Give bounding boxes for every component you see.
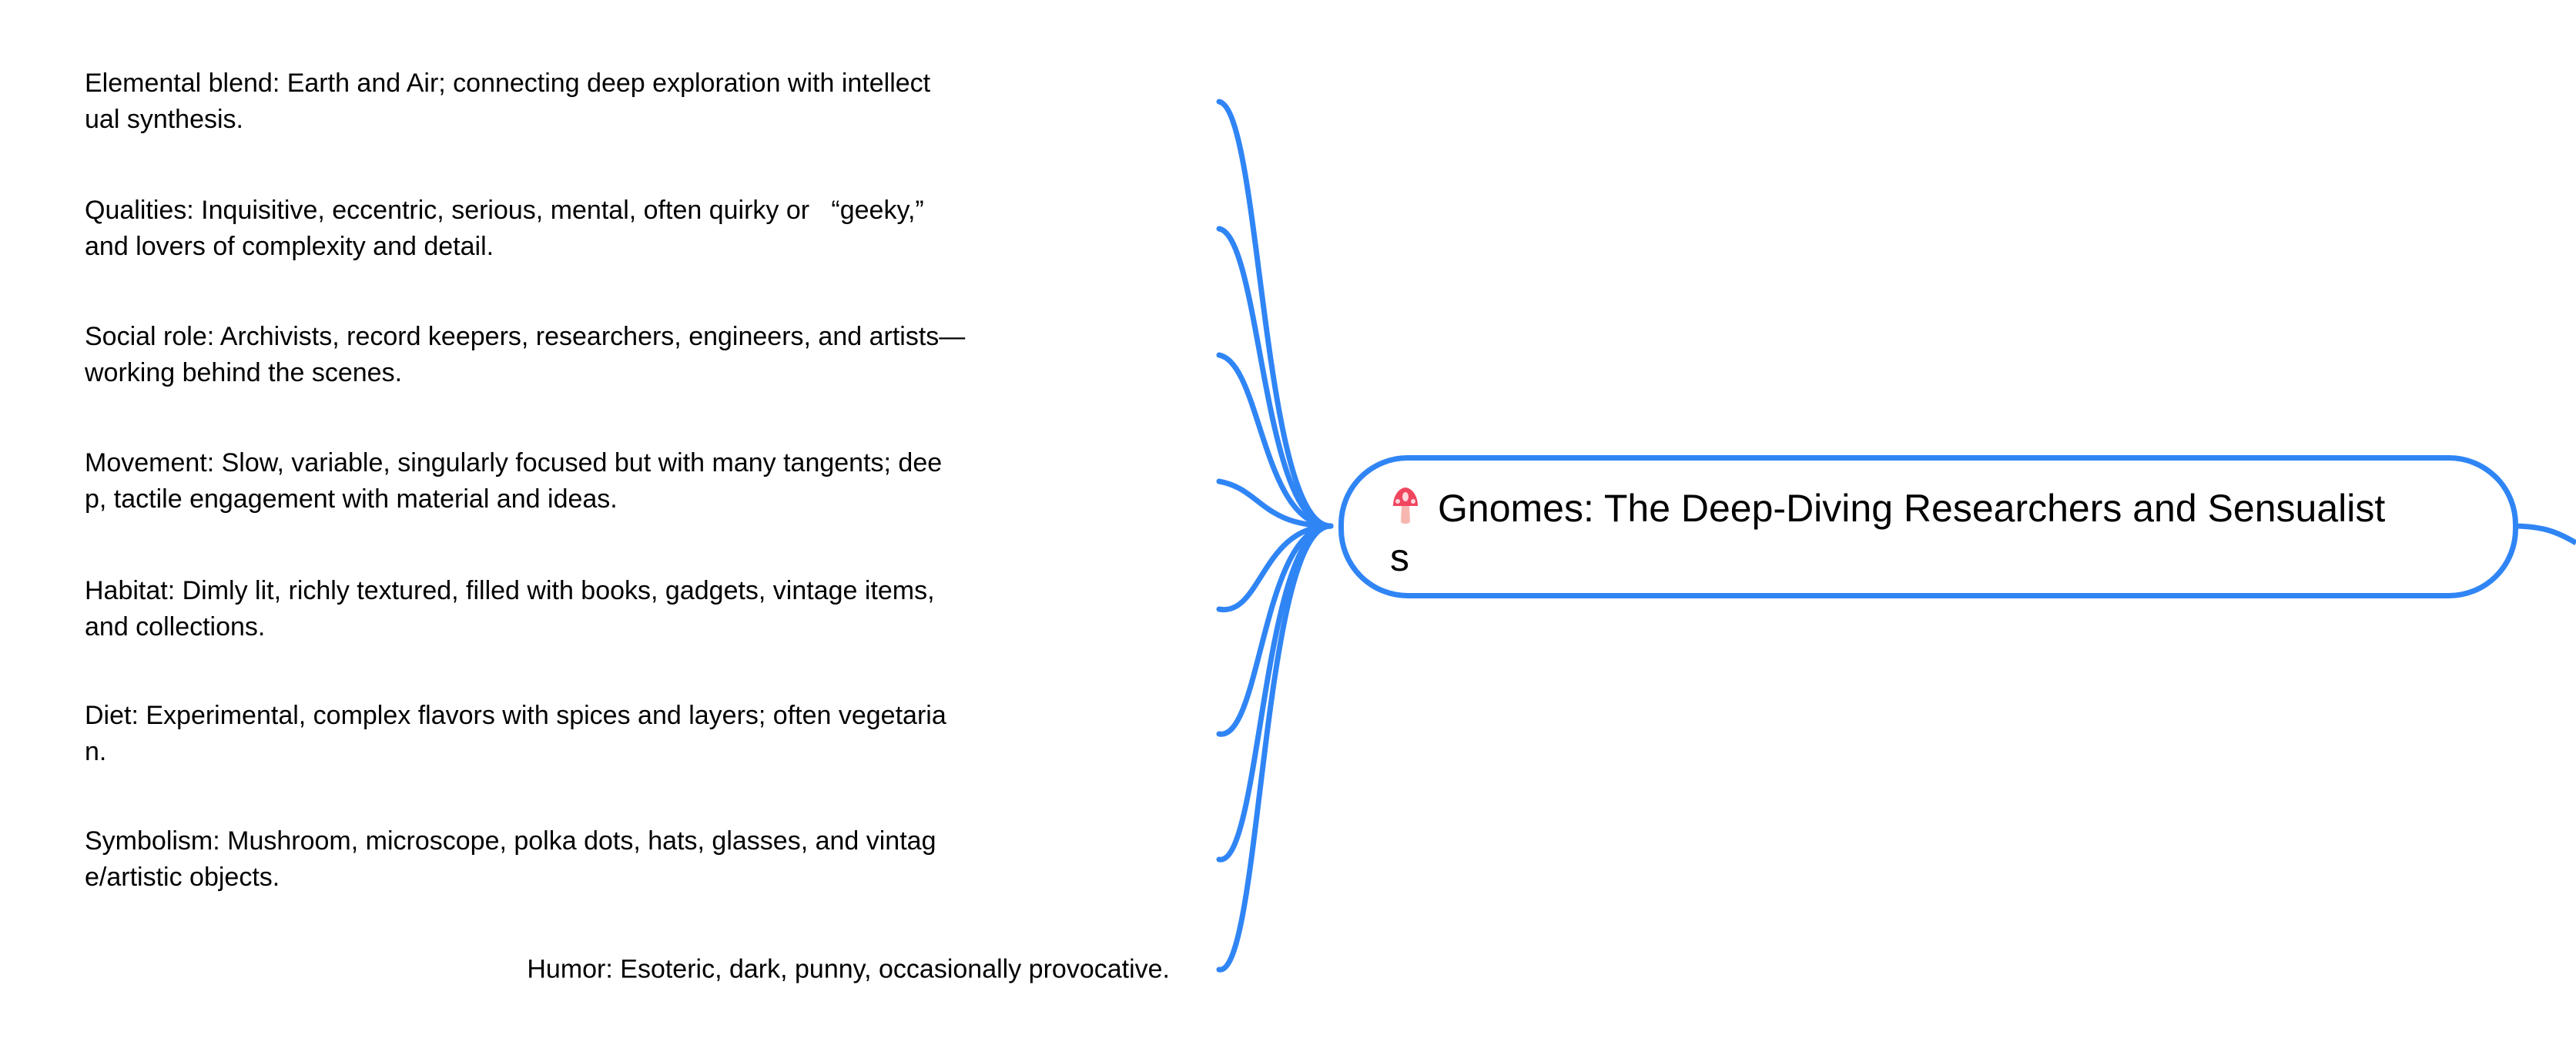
central-title-text: Gnomes: The Deep-Diving Researchers and …	[1438, 487, 2386, 530]
subtopic-text-line: Elemental blend: Earth and Air; connecti…	[85, 69, 931, 98]
central-title-text: s	[1390, 536, 1409, 579]
connector-line	[1216, 226, 1334, 529]
subtopic-node[interactable]: Qualities: Inquisitive, eccentric, serio…	[85, 193, 1170, 265]
central-topic-node[interactable]: Gnomes: The Deep-Diving Researchers and …	[1338, 455, 2518, 598]
subtopic-node[interactable]: Symbolism: Mushroom, microscope, polka d…	[85, 823, 1170, 896]
subtopic-text-line: working behind the scenes.	[85, 358, 403, 387]
subtopic-text-line: n.	[85, 737, 107, 766]
subtopic-node[interactable]: Diet: Experimental, complex flavors with…	[85, 698, 1170, 770]
subtopic-node[interactable]: Movement: Slow, variable, singularly foc…	[85, 445, 1170, 518]
subtopic-text-line: and collections.	[85, 612, 266, 642]
subtopic-text-line: Diet: Experimental, complex flavors with…	[85, 701, 946, 730]
subtopic-text-line: p, tactile engagement with material and …	[85, 484, 618, 514]
subtopic-text-line: ual synthesis.	[85, 105, 243, 134]
connector-line	[1216, 523, 1334, 973]
connector-line	[1216, 478, 1334, 529]
connector-line	[1216, 523, 1334, 612]
subtopic-node[interactable]: Social role: Archivists, record keepers,…	[85, 319, 1170, 391]
central-title-line: Gnomes: The Deep-Diving Researchers and …	[1390, 484, 2468, 533]
central-title-line: s	[1390, 533, 2468, 582]
subtopic-text-line: and lovers of complexity and detail.	[85, 232, 494, 261]
subtopic-text-line: Habitat: Dimly lit, richly textured, fil…	[85, 576, 935, 605]
subtopic-text-line: Social role: Archivists, record keepers,…	[85, 322, 966, 351]
connector-line	[1216, 99, 1334, 529]
connector-line	[1216, 352, 1334, 529]
subtopic-node[interactable]: Elemental blend: Earth and Air; connecti…	[85, 65, 1170, 138]
subtopic-text-line: e/artistic objects.	[85, 863, 280, 892]
mushroom-icon	[1393, 487, 1418, 524]
connector-line	[2512, 523, 2576, 546]
subtopic-node[interactable]: Habitat: Dimly lit, richly textured, fil…	[85, 573, 1170, 645]
central-topic-title: Gnomes: The Deep-Diving Researchers and …	[1390, 484, 2468, 582]
connector-line	[1216, 523, 1334, 737]
subtopic-text-line: Qualities: Inquisitive, eccentric, serio…	[85, 196, 924, 225]
subtopic-text-line: Movement: Slow, variable, singularly foc…	[85, 448, 943, 477]
subtopic-text-line: Symbolism: Mushroom, microscope, polka d…	[85, 826, 936, 856]
subtopic-node[interactable]: Humor: Esoteric, dark, punny, occasional…	[85, 952, 1170, 988]
subtopic-text-line: Humor: Esoteric, dark, punny, occasional…	[527, 954, 1170, 984]
